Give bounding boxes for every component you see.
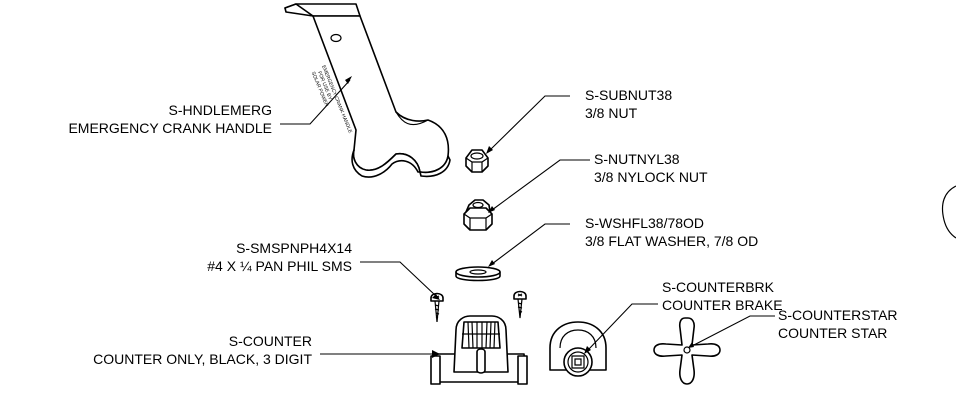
nut-part-number: S-SUBNUT38 — [585, 87, 672, 103]
counter-part-number: S-COUNTER — [229, 333, 312, 349]
label-counter: S-COUNTER COUNTER ONLY, BLACK, 3 DIGIT — [93, 333, 312, 367]
label-counter-brake: S-COUNTERBRK COUNTER BRAKE — [662, 279, 783, 313]
crank-handle-drawing: EMERGENCY CRANK HANDLE FOR USE BY SOLAR … — [285, 4, 450, 177]
crank-handle-part-number: S-HNDLEMERG — [169, 102, 272, 118]
label-crank-handle: S-HNDLEMERG EMERGENCY CRANK HANDLE — [68, 102, 272, 136]
screw-right-drawing — [514, 292, 526, 319]
counter-brake-part-number: S-COUNTERBRK — [662, 279, 775, 295]
label-nylock-nut: S-NUTNYL38 3/8 NYLOCK NUT — [594, 151, 708, 185]
counter-star-description: COUNTER STAR — [778, 325, 887, 341]
counter-drawing — [431, 316, 527, 384]
label-screw: S-SMSPNPH4X14 #4 X ¼ PAN PHIL SMS — [207, 240, 352, 274]
flat-washer-part-number: S-WSHFL38/78OD — [585, 215, 704, 231]
counter-star-part-number: S-COUNTERSTAR — [778, 307, 898, 323]
flat-washer-drawing — [456, 267, 500, 281]
crank-handle-description: EMERGENCY CRANK HANDLE — [68, 120, 272, 136]
flat-washer-description: 3/8 FLAT WASHER, 7/8 OD — [585, 233, 758, 249]
edge-circle-fragment — [943, 186, 956, 238]
nut-drawing — [466, 150, 488, 172]
counter-star-drawing — [654, 318, 720, 384]
label-counter-star: S-COUNTERSTAR COUNTER STAR — [778, 307, 898, 341]
counter-brake-description: COUNTER BRAKE — [662, 297, 783, 313]
counter-brake-drawing — [550, 322, 606, 376]
screw-part-number: S-SMSPNPH4X14 — [236, 240, 352, 256]
label-nut: S-SUBNUT38 3/8 NUT — [585, 87, 672, 121]
nylock-nut-part-number: S-NUTNYL38 — [594, 151, 680, 167]
nylock-nut-drawing — [464, 200, 492, 230]
counter-description: COUNTER ONLY, BLACK, 3 DIGIT — [93, 351, 312, 367]
screw-description: #4 X ¼ PAN PHIL SMS — [207, 258, 352, 274]
nylock-nut-description: 3/8 NYLOCK NUT — [594, 169, 708, 185]
nut-description: 3/8 NUT — [585, 105, 638, 121]
label-flat-washer: S-WSHFL38/78OD 3/8 FLAT WASHER, 7/8 OD — [585, 215, 758, 249]
